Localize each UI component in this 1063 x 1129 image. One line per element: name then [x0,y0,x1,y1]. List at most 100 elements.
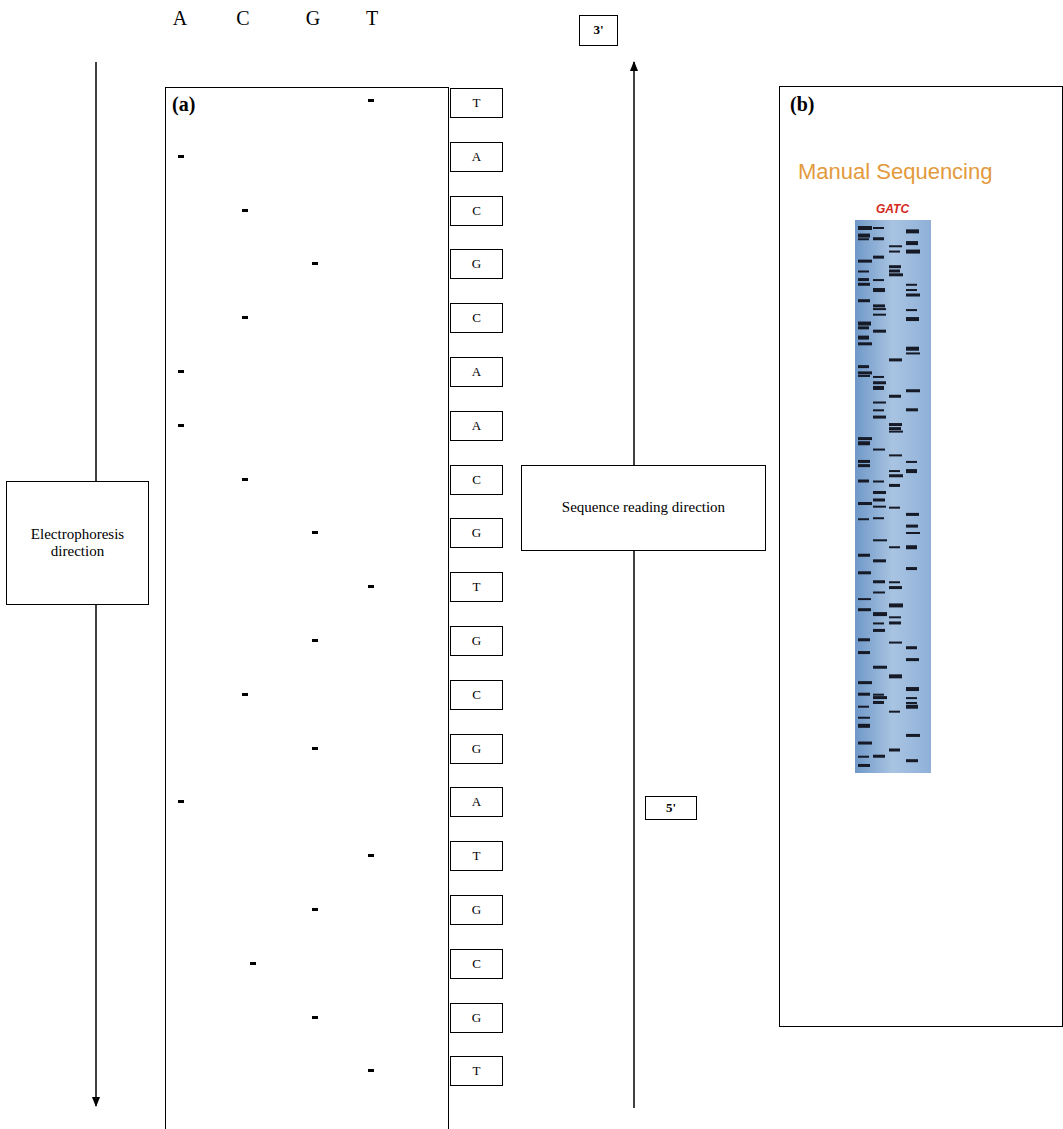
box-text: Sequence reading direction [562,499,725,516]
box-text: C [472,688,481,703]
gel-band [873,696,887,699]
gel-band [889,586,902,589]
gel-band [889,603,903,607]
gel-band [906,697,917,699]
gel-band [858,322,871,326]
gel-band [906,250,920,254]
gel-band [873,580,885,583]
band [312,1016,318,1019]
gel-band [858,270,869,272]
base-box: C [450,196,503,226]
gel-band [858,480,869,483]
box-text: C [472,473,481,488]
direction-box: Sequence reading direction [521,465,766,551]
gel-band [858,299,870,302]
gel-band [889,251,900,253]
gel-band [858,571,871,574]
band [368,1069,374,1072]
gel-bands [178,99,374,1072]
gel-band [889,454,902,456]
gel-band [858,598,871,600]
box-text: C [472,204,481,219]
band [312,531,318,534]
gel-band [906,408,918,411]
lane-letter: A [173,8,187,28]
gel-band [858,756,869,758]
gel-band [906,289,917,291]
gel-band [906,702,917,704]
gel-band [858,260,872,263]
gel-band [858,608,871,611]
band [178,424,184,427]
gel-band [889,431,903,433]
gel-band [858,764,870,767]
gel-band [873,622,884,624]
gel-band [858,651,870,654]
lane-letter: G [306,8,320,28]
gel-background [855,220,931,773]
gel-band [889,748,900,751]
box-text: G [472,742,481,757]
gel-band [906,545,917,549]
gel-band [889,273,903,276]
gel-band [889,423,902,426]
base-box: T [450,572,503,602]
gel-band [889,269,900,272]
band [312,747,318,750]
panel-text: (a) [172,93,195,116]
gel-band [906,513,919,516]
gel-band [873,559,886,562]
gel-band [873,409,884,411]
gel-band [858,326,869,329]
panel-text: (b) [790,93,814,116]
gel-band [858,681,872,684]
base-box: A [450,142,503,172]
box-text: A [472,419,481,434]
box-text: T [473,849,481,864]
gel-band [906,461,917,463]
box-text: T [473,1064,481,1079]
box-text: C [472,311,481,326]
gel-band [873,402,886,404]
box-text: G [472,526,481,541]
base-box: G [450,895,503,925]
gel-band [873,701,884,704]
lane-letter: C [236,8,249,28]
gel-band [873,279,884,281]
gel-band [858,724,870,728]
end-box: 3' [579,15,618,46]
base-box: G [450,734,503,764]
base-box: C [450,949,503,979]
gel-band [906,389,920,392]
gel-band [873,755,885,758]
base-box: C [450,303,503,333]
base-box: A [450,787,503,817]
gel-band [873,314,886,316]
gel-band [889,484,900,487]
reading-arrow [633,62,635,1108]
base-box: T [450,841,503,871]
gel-band [906,352,920,354]
base-box: G [450,1003,503,1033]
gel-band [858,502,872,505]
band [368,854,374,857]
gel-band [906,284,917,286]
gel-band [873,694,884,696]
box-text: T [473,96,481,111]
band [178,155,184,158]
gel-band [889,616,901,618]
gel-band [906,309,917,311]
gel-band [906,347,919,351]
box-text: 5' [666,801,676,816]
gel-band [906,658,919,661]
gel-band [873,629,885,632]
gel-band [858,554,870,557]
gel-band [889,427,901,430]
gel-band [889,642,902,644]
band [178,800,184,803]
gel-band [873,256,884,259]
gel-band [889,711,900,713]
gel-band [873,330,886,333]
gel-band [873,304,885,307]
box-text: 3' [593,23,603,38]
